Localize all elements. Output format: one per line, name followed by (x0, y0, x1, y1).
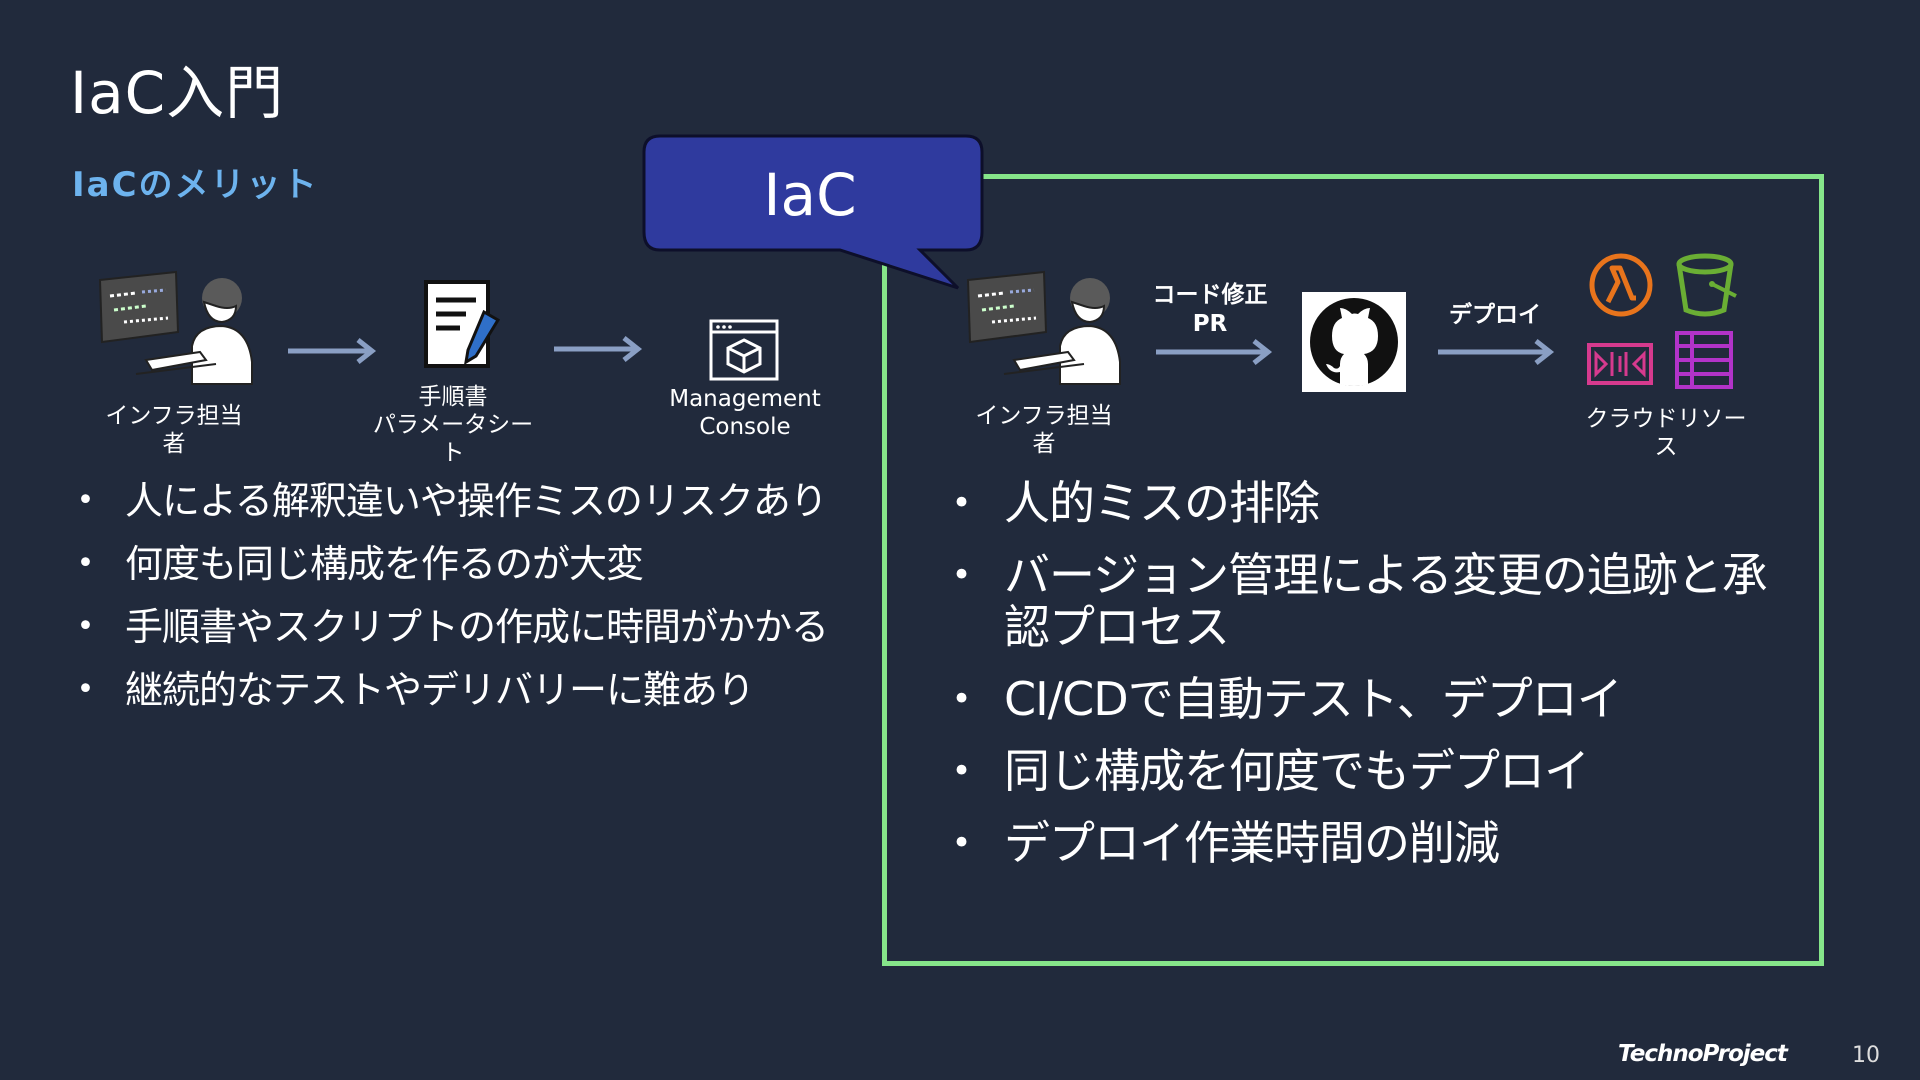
manual-person-label: インフラ担当者 (105, 403, 243, 457)
console-label-1: Management (669, 386, 821, 412)
management-console-icon (708, 318, 780, 386)
kinesis-video-icon (1586, 342, 1654, 390)
person-at-computer-icon (96, 266, 256, 394)
iac-callout-label: IaC (763, 161, 857, 229)
list-item: •何度も同じ構成を作るのが大変 (70, 540, 830, 588)
doc-label-1: 手順書 (418, 384, 488, 410)
slide-title: IaC入門 (70, 59, 285, 127)
brand-logo: TechnoProject (1618, 1041, 1788, 1067)
list-item: •手順書やスクリプトの作成に時間がかかる (70, 603, 830, 651)
code-change-label: コード修正 (1152, 282, 1268, 308)
iac-benefits-list: •人的ミスの排除 •バージョン管理による変更の追跡と承認プロセス •CI/CDで… (946, 477, 1806, 889)
list-item: •バージョン管理による変更の追跡と承認プロセス (946, 549, 1806, 653)
list-item: •同じ構成を何度でもデプロイ (946, 745, 1806, 797)
bullet-glyph: • (951, 751, 971, 791)
arrow-right-icon (1154, 337, 1274, 367)
list-item: •人的ミスの排除 (946, 477, 1806, 529)
lambda-icon (1588, 252, 1654, 322)
list-item: •デプロイ作業時間の削減 (946, 817, 1806, 869)
pr-label: PR (1192, 311, 1228, 337)
iac-person-label: インフラ担当者 (975, 403, 1113, 457)
person-at-computer-icon (964, 266, 1124, 394)
bullet-glyph: • (76, 483, 95, 518)
bullet-glyph: • (951, 483, 971, 523)
arrow-right-icon (552, 334, 644, 364)
list-item: •人による解釈違いや操作ミスのリスクあり (70, 477, 830, 525)
page-number: 10 (1852, 1043, 1880, 1068)
slide-subtitle: IaCのメリット (72, 165, 319, 205)
document-pen-icon (422, 278, 508, 374)
bullet-glyph: • (76, 672, 95, 707)
deploy-label: デプロイ (1449, 302, 1541, 328)
table-icon (1674, 330, 1734, 394)
console-label-2: Console (699, 414, 791, 440)
github-icon (1302, 292, 1406, 392)
arrow-right-icon (1436, 337, 1556, 367)
bullet-glyph: • (76, 609, 95, 644)
list-item: •継続的なテストやデリバリーに難あり (70, 666, 830, 714)
iac-benefits-box (882, 174, 1824, 966)
manual-drawbacks-list: •人による解釈違いや操作ミスのリスクあり •何度も同じ構成を作るのが大変 •手順… (70, 477, 830, 729)
bullet-glyph: • (951, 823, 971, 863)
iac-callout-bubble (640, 134, 986, 298)
list-item: •CI/CDで自動テスト、デプロイ (946, 673, 1806, 725)
cloud-resources-label: クラウドリソース (1585, 406, 1747, 460)
bullet-glyph: • (951, 679, 971, 719)
bullet-glyph: • (951, 555, 971, 595)
doc-label-2: パラメータシート (372, 412, 534, 466)
s3-bucket-icon (1672, 252, 1738, 322)
arrow-right-icon (286, 336, 378, 366)
bullet-glyph: • (76, 546, 95, 581)
